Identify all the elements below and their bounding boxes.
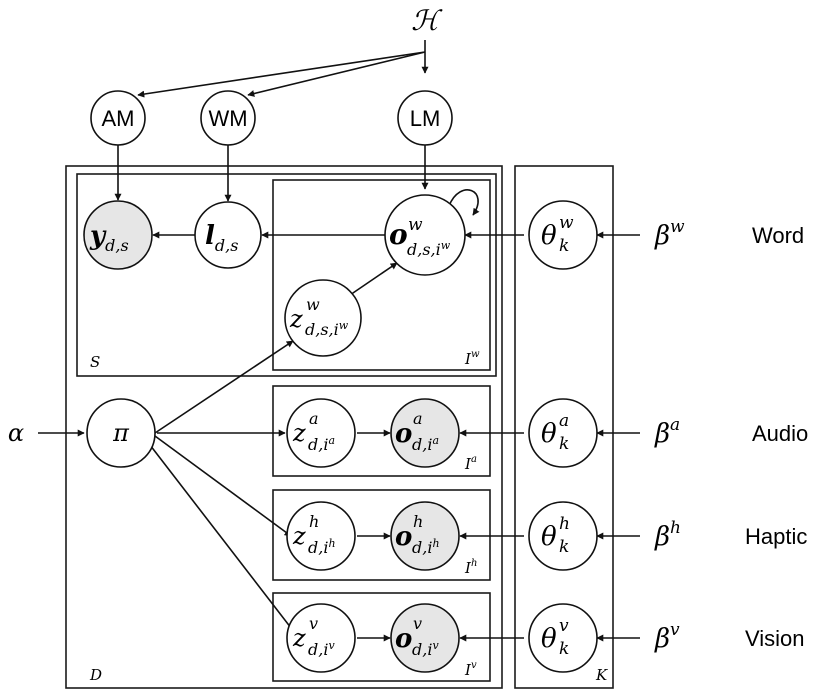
node-theta-a: θ a k <box>528 398 598 468</box>
hyperparameter-beta-w: βw <box>654 217 685 251</box>
svg-text:d,s,iw: d,s,iw <box>407 239 451 259</box>
hyperparameter-beta-a: βa <box>654 415 680 449</box>
svg-text:θ: θ <box>541 221 557 251</box>
plate-label-S: S <box>90 353 100 371</box>
svg-text:π: π <box>112 419 130 447</box>
svg-text:v: v <box>309 614 318 633</box>
hyperparameter-beta-h: βh <box>654 518 681 552</box>
node-LM: LM <box>397 90 453 146</box>
plate-Ih <box>272 489 491 581</box>
svg-text:a: a <box>309 409 319 428</box>
svg-text:k: k <box>559 537 569 557</box>
plate-S <box>76 173 497 377</box>
node-l: ld,s <box>194 201 262 269</box>
modality-label-word: Word <box>752 223 804 248</box>
node-z-v: z v d,iv <box>286 603 356 673</box>
svg-text:k: k <box>559 236 569 256</box>
svg-text:d,ih: d,ih <box>412 537 440 557</box>
modality-label-audio: Audio <box>752 421 808 446</box>
svg-text:θ: θ <box>541 522 557 552</box>
node-pi: π <box>86 398 156 468</box>
node-theta-w: θ w k <box>528 200 598 270</box>
plate-label-Ia: Ia <box>464 454 477 473</box>
svg-text:k: k <box>559 639 569 659</box>
svg-text:h: h <box>559 514 570 534</box>
svg-text:z: z <box>292 419 306 447</box>
svg-text:w: w <box>306 295 320 314</box>
node-WM: WM <box>200 90 256 146</box>
svg-text:ld,s: ld,s <box>205 221 238 255</box>
plate-K <box>514 165 614 689</box>
svg-text:a: a <box>559 411 569 431</box>
hyperparameter-alpha: α <box>8 419 24 447</box>
svg-text:z: z <box>292 624 306 652</box>
svg-text:a: a <box>413 409 423 428</box>
svg-text:d,ih: d,ih <box>308 537 336 557</box>
svg-text:v: v <box>413 614 422 633</box>
node-o-a: o a d,ia <box>390 398 460 468</box>
node-z-a: z a d,ia <box>286 398 356 468</box>
edges <box>38 40 640 642</box>
svg-text:o: o <box>389 218 408 251</box>
node-theta-h: θ h k <box>528 501 598 571</box>
plate-label-D: D <box>89 666 102 684</box>
plate-D <box>65 165 503 689</box>
node-z-h: z h d,ih <box>286 501 356 571</box>
svg-text:θ: θ <box>541 419 557 449</box>
plate-Ia <box>272 385 491 477</box>
node-o-v: o v d,iv <box>390 603 460 673</box>
svg-text:v: v <box>559 616 569 636</box>
svg-text:w: w <box>559 213 574 233</box>
svg-text:o: o <box>395 419 412 449</box>
hyperparameter-H: ℋ <box>411 4 443 37</box>
plate-Iw <box>272 179 491 371</box>
svg-text:h: h <box>413 512 423 531</box>
modality-label-vision: Vision <box>745 626 805 651</box>
plate-label-Iw: Iw <box>464 349 480 368</box>
node-LM-label: LM <box>410 106 441 131</box>
svg-text:d,iv: d,iv <box>412 639 439 659</box>
svg-text:d,ia: d,ia <box>308 434 335 454</box>
svg-text:o: o <box>395 522 412 552</box>
svg-text:d,iv: d,iv <box>308 639 335 659</box>
node-z-w: z w d,s,iw <box>284 279 362 357</box>
plate-Iv <box>272 592 491 682</box>
modality-label-haptic: Haptic <box>745 524 807 549</box>
plate-label-K: K <box>595 666 608 684</box>
svg-text:z: z <box>292 522 306 550</box>
node-o-w: o w d,s,iw <box>384 194 466 276</box>
svg-text:θ: θ <box>541 624 557 654</box>
plate-label-Ih: Ih <box>464 558 477 577</box>
svg-text:z: z <box>289 305 303 333</box>
svg-text:d,s,iw: d,s,iw <box>305 319 349 339</box>
hyperparameter-beta-v: βv <box>654 620 680 654</box>
svg-text:d,ia: d,ia <box>412 434 439 454</box>
node-AM-label: AM <box>102 106 135 131</box>
node-o-h: o h d,ih <box>390 501 460 571</box>
svg-text:o: o <box>395 624 412 654</box>
svg-text:h: h <box>309 512 319 531</box>
node-y: yd,s <box>83 200 153 270</box>
node-AM: AM <box>90 90 146 146</box>
svg-text:w: w <box>408 215 423 235</box>
svg-text:k: k <box>559 434 569 454</box>
node-WM-label: WM <box>208 106 247 131</box>
svg-text:yd,s: yd,s <box>89 221 129 255</box>
node-theta-v: θ v k <box>528 603 598 673</box>
plate-label-Iv: Iv <box>464 660 477 679</box>
